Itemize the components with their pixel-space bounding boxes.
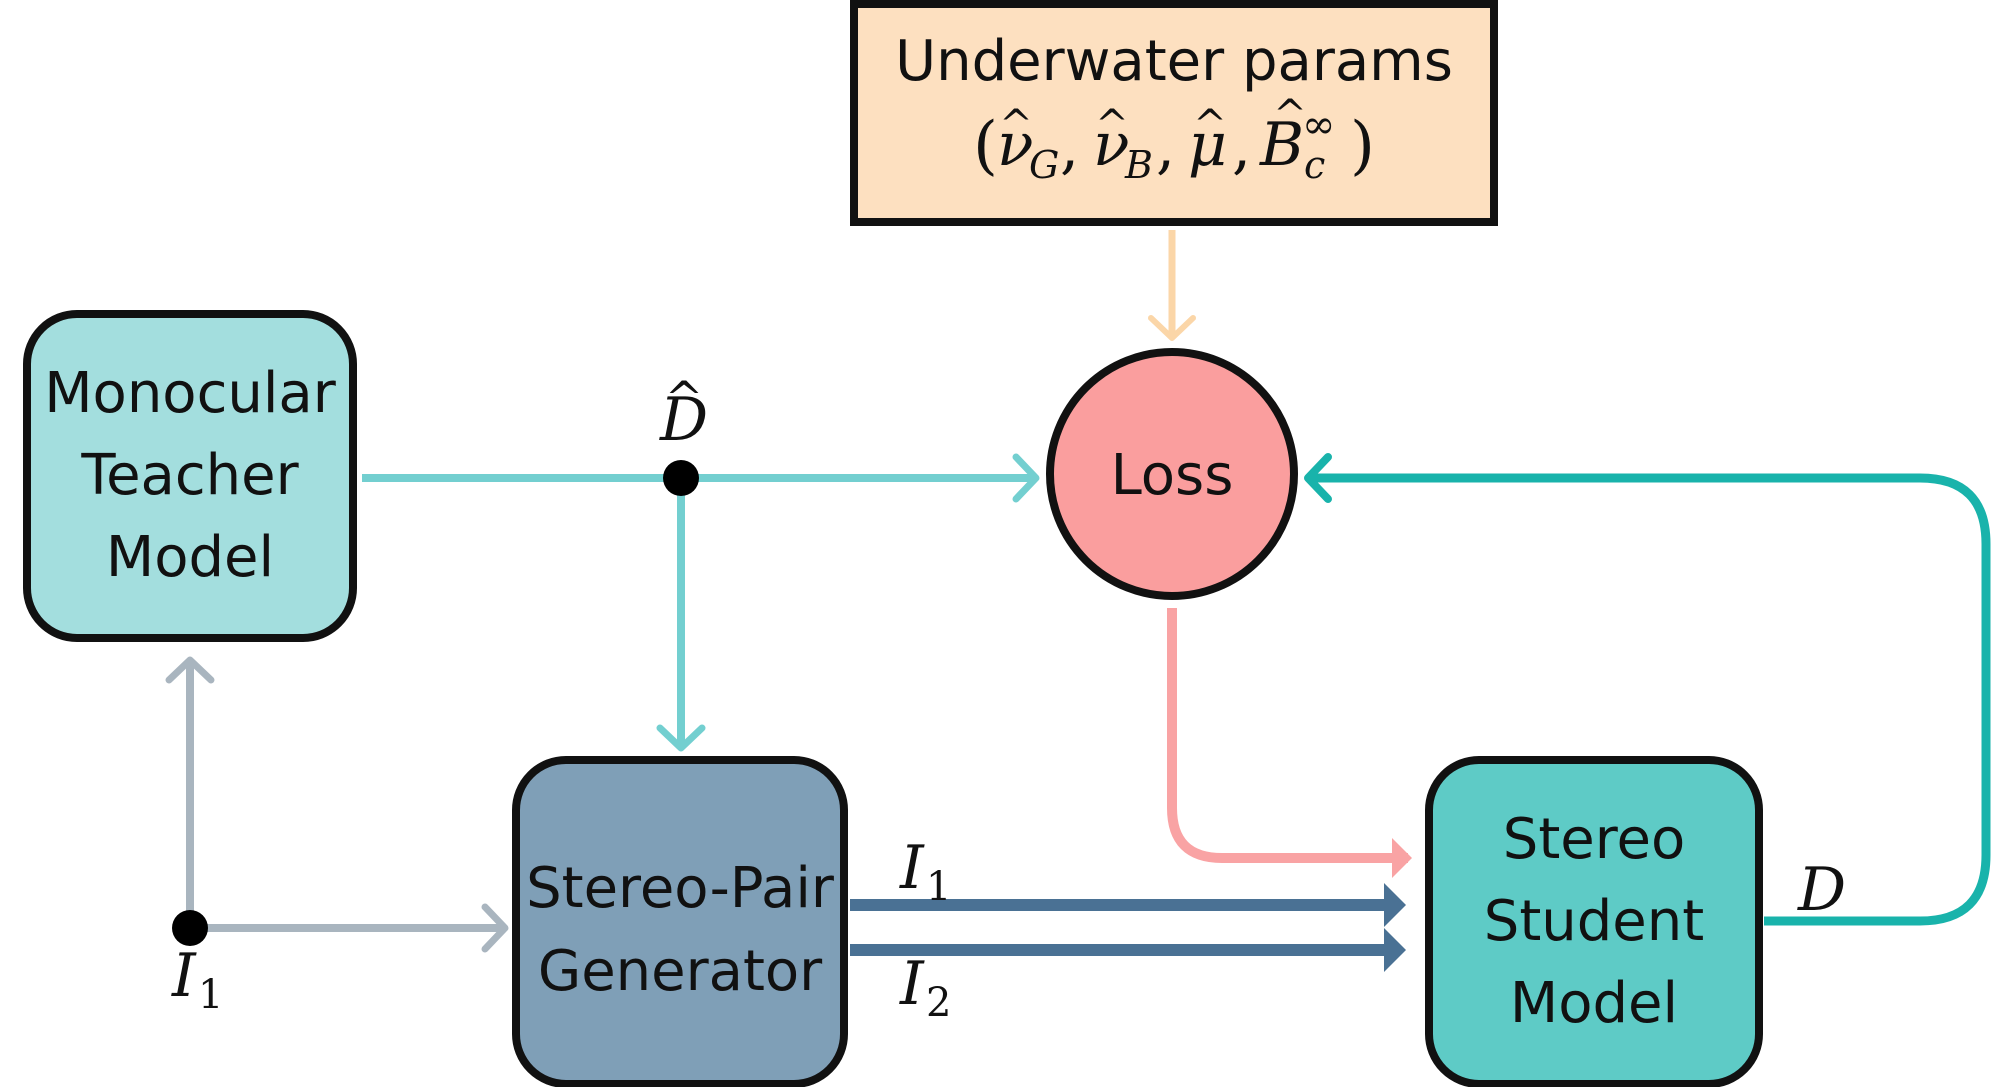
svg-text:^: ^: [1193, 102, 1227, 148]
label-input-i1: I 1: [171, 941, 223, 1018]
label-d: D: [1797, 855, 1846, 925]
stereo-pair-generator-line-1: Stereo-Pair: [526, 856, 835, 921]
connectors: [165, 230, 1991, 972]
monocular-teacher-line-3: Model: [106, 525, 274, 590]
svg-text:1: 1: [926, 864, 951, 910]
svg-text:2: 2: [926, 980, 951, 1026]
label-d-hat: ^ D: [659, 371, 708, 455]
svg-text:^: ^: [1273, 92, 1307, 138]
loss-circle: [1046, 348, 1298, 600]
stereo-pair-generator-frame: [512, 756, 848, 1087]
loss-label: Loss: [1111, 443, 1234, 508]
arrow-loss-to-student: [1167, 608, 1412, 878]
svg-text:G: G: [1029, 143, 1059, 187]
stereo-pair-generator-box: Stereo-Pair Generator: [512, 756, 848, 1087]
svg-text:∞: ∞: [1302, 102, 1335, 148]
loss-node: Loss: [1046, 348, 1298, 600]
svg-text:^: ^: [1095, 102, 1129, 148]
svg-text:^: ^: [665, 371, 704, 425]
arrow-student-to-loss: [1304, 453, 1991, 926]
svg-text:,: ,: [1232, 112, 1251, 182]
stereo-student-line-2: Student: [1484, 889, 1704, 954]
svg-text:1: 1: [198, 972, 223, 1018]
stereo-student-line-1: Stereo: [1503, 807, 1685, 872]
monocular-teacher-line-2: Teacher: [80, 443, 299, 508]
label-generator-i1: I 1: [899, 833, 951, 910]
svg-text:ν: ν: [1093, 110, 1129, 180]
svg-text:,: ,: [1060, 112, 1079, 182]
svg-text:): ): [1350, 109, 1375, 183]
monocular-teacher-box: Monocular Teacher Model: [23, 310, 357, 642]
svg-text:B: B: [1124, 143, 1153, 187]
stereo-student-line-3: Model: [1510, 971, 1678, 1036]
stereo-student-box: Stereo Student Model: [1425, 756, 1763, 1087]
underwater-params-frame: [850, 0, 1498, 226]
monocular-teacher-frame: [23, 310, 357, 642]
svg-text:I: I: [899, 833, 925, 903]
svg-text:c: c: [1304, 143, 1325, 187]
underwater-params-title: Underwater params: [895, 29, 1453, 94]
svg-text:D: D: [659, 385, 708, 455]
svg-text:^: ^: [999, 102, 1033, 148]
svg-text:(: (: [973, 109, 998, 183]
svg-text:B: B: [1259, 110, 1304, 180]
svg-text:ν: ν: [997, 110, 1033, 180]
underwater-params-formula: ( ν ^ G , ν ^ B , μ ^ , B ^ c ∞ ): [973, 92, 1375, 187]
dhat-junction-dot: [663, 460, 699, 496]
stereo-pair-generator-line-2: Generator: [538, 939, 823, 1004]
monocular-teacher-line-1: Monocular: [44, 361, 336, 426]
svg-text:μ: μ: [1188, 110, 1227, 180]
label-generator-i2: I 2: [899, 949, 951, 1026]
svg-text:D: D: [1797, 855, 1846, 925]
underwater-params-box: Underwater params ( ν ^ G , ν ^ B , μ ^ …: [850, 0, 1498, 226]
svg-text:,: ,: [1156, 112, 1175, 182]
stereo-student-frame: [1425, 756, 1763, 1087]
input-junction-dot: [172, 910, 208, 946]
svg-text:I: I: [171, 941, 197, 1011]
svg-text:I: I: [899, 949, 925, 1019]
